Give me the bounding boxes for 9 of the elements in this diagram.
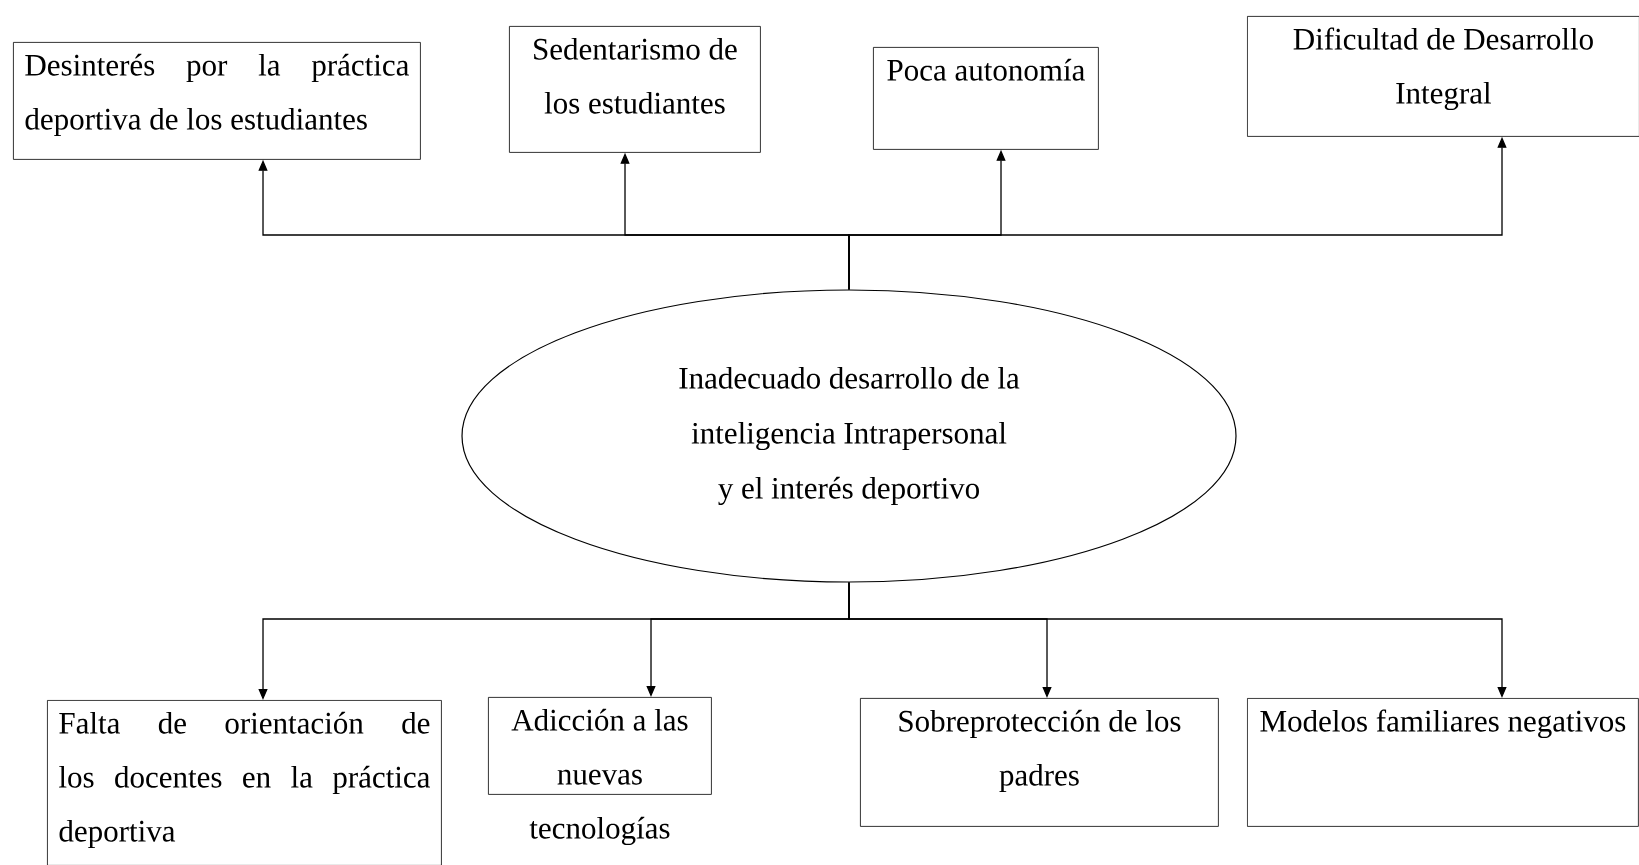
text-box: Sedentarismo de los estudiantes bbox=[509, 26, 761, 153]
text-box: Falta de orientación de los docentes en la práctica deportiva bbox=[47, 700, 442, 865]
text-box: Adicción a las nuevas tecnologías bbox=[488, 697, 712, 846]
text-box: Dificultad de Desarrollo Integral bbox=[1247, 16, 1639, 137]
text-box: Desinterés por la práctica deportiva de los estudiantes bbox=[13, 42, 421, 160]
node-label: tecnologías bbox=[529, 816, 670, 846]
text-box: Poca autonomía bbox=[873, 47, 1099, 150]
text-box: Modelos familiares negativos bbox=[1247, 698, 1639, 827]
text-box: Sobreprotección de los padres bbox=[860, 698, 1219, 827]
